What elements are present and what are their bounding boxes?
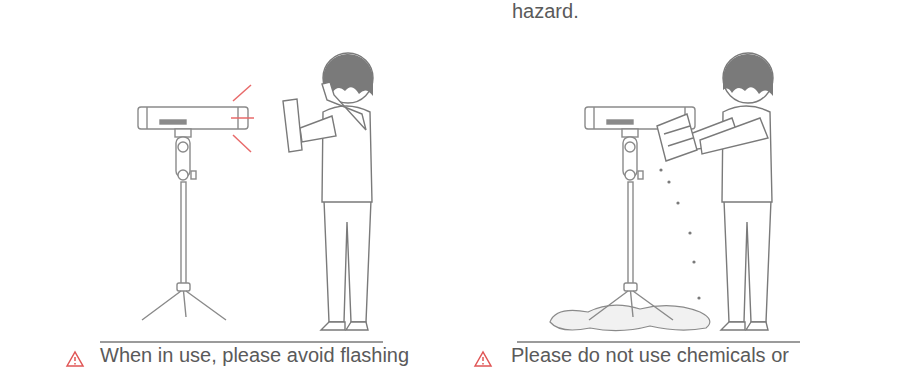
warning-icon [475, 352, 491, 366]
spilled-liquid [550, 305, 710, 330]
warning-text: When in use, please avoid flashing [100, 344, 409, 366]
flash-rays [231, 85, 254, 152]
warning-icon [67, 352, 83, 366]
caption-text: hazard. [512, 0, 579, 22]
light-on-tripod [138, 107, 248, 320]
warning-text: Please do not use chemicals or [511, 344, 789, 366]
person-wiping [657, 53, 773, 330]
floor-line [517, 341, 800, 342]
floor-line [100, 341, 383, 342]
person-shielding [283, 53, 373, 330]
